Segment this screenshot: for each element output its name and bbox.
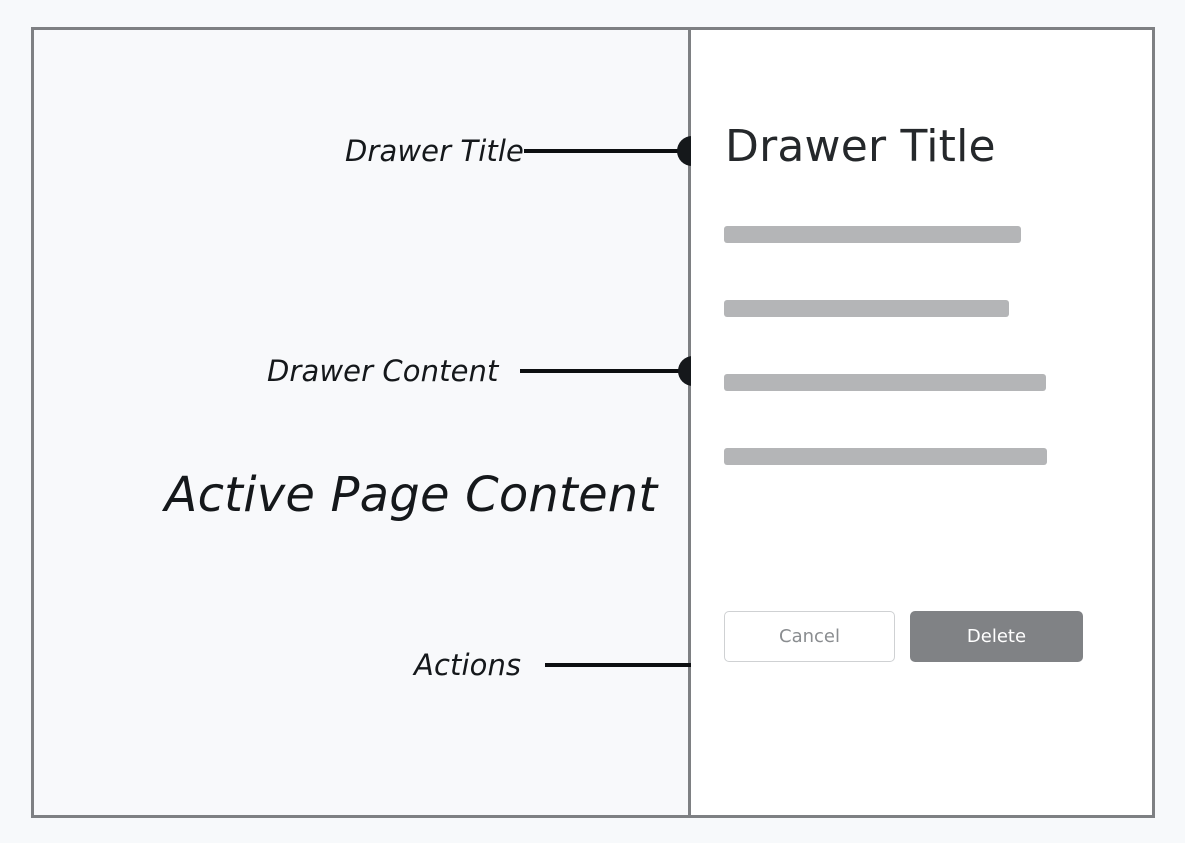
skeleton-bar [724,374,1046,391]
skeleton-bar [724,300,1009,317]
cancel-button[interactable]: Cancel [724,611,895,662]
drawer-title: Drawer Title [725,121,996,172]
skeleton-bar [724,226,1021,243]
wireframe-frame: Drawer Title Drawer Content Actions Acti… [31,27,1155,818]
drawer-pane: Drawer Title Cancel Delete [691,30,1152,815]
active-page-content-label: Active Page Content [164,467,658,523]
callout-drawer-content-label: Drawer Content [267,354,499,388]
callout-drawer-title-line [523,149,679,153]
callout-drawer-content: Drawer Content [267,354,709,388]
callout-drawer-title: Drawer Title [345,134,707,168]
callout-drawer-content-line [520,369,681,373]
callout-drawer-title-label: Drawer Title [345,134,524,168]
drawer-skeleton-list [724,226,1124,522]
drawer-actions: Cancel Delete [724,611,1083,662]
pane-divider [688,30,691,815]
skeleton-bar [724,448,1047,465]
delete-button[interactable]: Delete [910,611,1083,662]
callout-actions-line [545,663,736,667]
callout-actions-label: Actions [414,648,522,682]
active-page-pane: Drawer Title Drawer Content Actions Acti… [34,30,764,815]
